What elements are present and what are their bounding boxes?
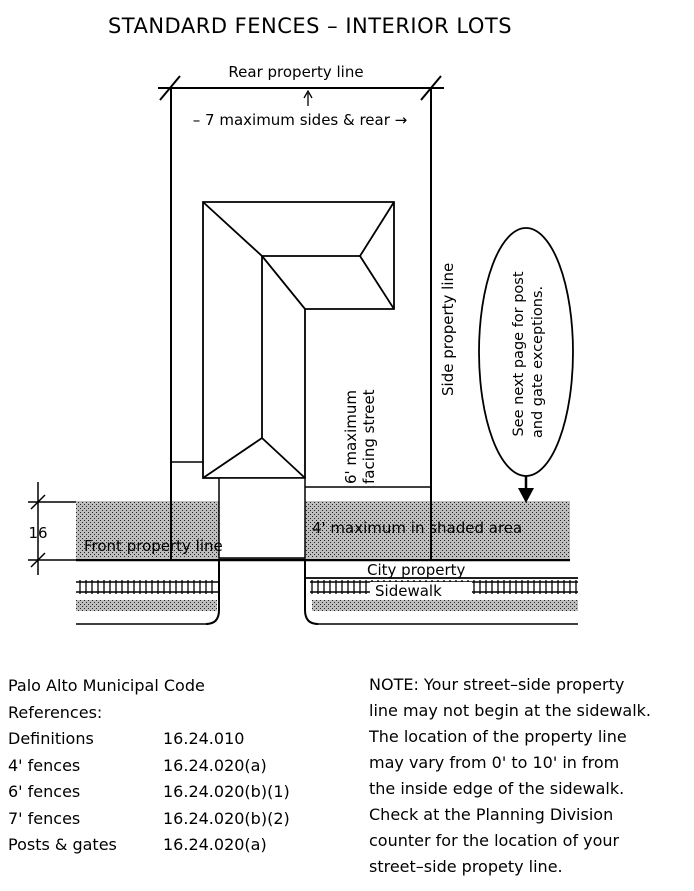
callout-line2: and gate exceptions. (530, 286, 546, 438)
rear-max-label: – 7 maximum sides & rear → (193, 111, 407, 129)
reference-code: 16.24.010 (163, 729, 245, 748)
up-arrow-icon (303, 89, 313, 106)
reference-code: 16.24.020(a) (163, 835, 267, 854)
reference-row: 4' fences 16.24.020(a) (8, 753, 290, 780)
dimension-16-label: 16 (28, 524, 47, 542)
reference-label: Definitions (8, 729, 94, 748)
shaded-front-area (76, 501, 570, 558)
note-line: line may not begin at the sidewalk. (369, 701, 651, 720)
property-line-note: NOTE: Your street–side property line may… (369, 672, 689, 880)
six-foot-label-line2: facing street (360, 389, 378, 484)
fence-diagram: Rear property line – 7 maximum sides & r… (28, 63, 578, 625)
house-roof-plan (202, 201, 395, 479)
driveway (218, 477, 306, 559)
sidewalk-left (76, 560, 220, 625)
reference-row: Posts & gates 16.24.020(a) (8, 832, 290, 859)
reference-label: 6' fences (8, 782, 81, 801)
note-line: The location of the property line (369, 727, 627, 746)
side-property-line-label: Side property line (439, 263, 457, 396)
rear-property-line-label: Rear property line (228, 63, 363, 81)
reference-label: 4' fences (8, 755, 81, 775)
shaded-area-label: 4' maximum in shaded area (312, 519, 522, 537)
callout-line1: See next page for post (511, 271, 527, 436)
dimension-16 (28, 482, 76, 575)
page-title: STANDARD FENCES – INTERIOR LOTS (107, 14, 513, 38)
note-line: may vary from 0' to 10' in from (369, 753, 620, 772)
down-arrow-icon (518, 476, 534, 503)
references-subheading: References: (8, 702, 103, 722)
note-line: street–side propety line. (369, 857, 563, 876)
reference-row: 6' fences 16.24.020(b)(1) (8, 779, 290, 806)
reference-code: 16.24.020(b)(2) (163, 808, 290, 828)
note-line: Check at the Planning Division (369, 805, 614, 824)
front-property-line-label: Front property line (84, 537, 223, 555)
note-line: the inside edge of the sidewalk. (369, 779, 625, 798)
references-heading: Palo Alto Municipal Code (8, 676, 205, 695)
reference-code: 16.24.020(a) (163, 755, 267, 775)
reference-code: 16.24.020(b)(1) (163, 782, 290, 801)
note-line: NOTE: Your street–side property (369, 675, 625, 694)
note-line: counter for the location of your (369, 831, 620, 850)
reference-label: Posts & gates (8, 835, 117, 854)
reference-label: 7' fences (8, 808, 81, 828)
six-foot-label-line1: 6' maximum (342, 390, 360, 484)
reference-row: Definitions 16.24.010 (8, 726, 290, 753)
city-property-label: City property (367, 561, 466, 579)
sidewalk-label: Sidewalk (375, 582, 442, 600)
code-references: Palo Alto Municipal Code References: Def… (8, 673, 290, 859)
reference-row: 7' fences 16.24.020(b)(2) (8, 806, 290, 833)
